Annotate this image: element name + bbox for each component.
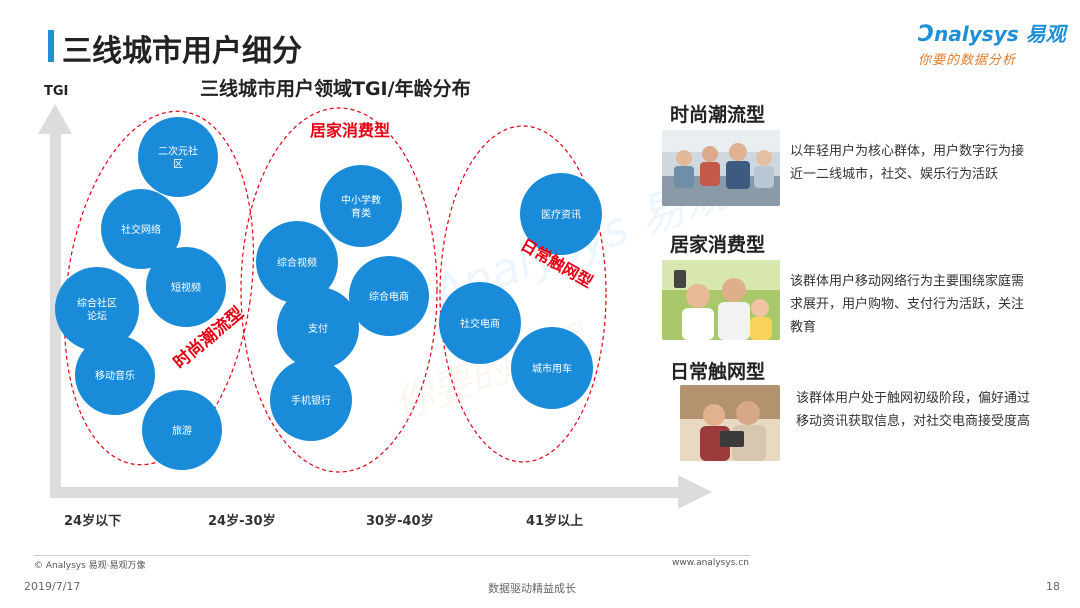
brand-slogan: 你要的数据分析 [918,53,1017,68]
segment-heading-fashion: 时尚潮流型 [670,104,766,126]
bubble-label: 旅游 [172,424,192,437]
bubble-label: 城市用车 [532,362,572,375]
bubble-circle [101,189,181,269]
bubble-label: 移动音乐 [95,369,135,382]
category-bubble: 社交电商 [439,282,521,364]
category-bubble: 短视频 [146,247,226,327]
bubble-label: 二次元社 [158,145,198,158]
brand-logo: Ↄnalysys 易观 你要的数据分析 [918,18,1066,70]
category-bubble: 综合视频 [256,221,338,303]
bubble-label: 社交网络 [121,223,161,236]
category-bubble: 医疗资讯 [520,173,602,255]
footer-date: 2019/7/17 [24,580,81,593]
category-bubble: 支付 [277,287,359,369]
bubble-label: 医疗资讯 [541,208,581,221]
x-axis-arrow [50,475,712,509]
footer-page-number: 18 [1046,580,1060,593]
title-accent-bar [48,30,54,62]
bubble-label: 育类 [351,207,371,220]
segment-heading-home: 居家消费型 [670,234,766,256]
bubble-circle [520,173,602,255]
footer-website: www.analysys.cn [672,558,749,568]
bubble-label: 综合社区 [77,297,117,310]
x-tick-24-30: 24岁-30岁 [208,514,276,529]
x-tick-30-40: 30岁-40岁 [366,514,434,529]
footer-slogan: 数据驱动精益成长 [488,582,576,595]
bubble-circle [75,335,155,415]
segment-heading-daily: 日常触网型 [670,361,766,383]
bubble-circle [277,287,359,369]
bubble-label: 手机银行 [291,394,331,407]
category-bubble: 社交网络 [101,189,181,269]
bubble-layer: 二次元社区社交网络短视频综合社区论坛移动音乐旅游中小学教育类综合视频综合电商支付… [55,117,602,470]
bubble-circle [256,221,338,303]
segment-photo-fashion [662,130,780,206]
group-ellipses [63,107,607,473]
segment-photo-home [662,260,780,340]
bubble-label: 短视频 [171,281,201,294]
category-bubble: 城市用车 [511,327,593,409]
bubble-label: 论坛 [87,310,107,323]
brand-name: nalysys 易观 [934,22,1066,46]
bubble-circle [320,165,402,247]
category-bubble: 手机银行 [270,359,352,441]
group-label: 居家消费型 [310,121,390,140]
bubble-circle [349,256,429,336]
segment-desc-daily: 该群体用户处于触网初级阶段，偏好通过移动资讯获取信息，对社交电商接受度高 [796,391,1031,429]
bubble-label: 区 [173,159,183,171]
bubble-label: 社交电商 [460,317,500,330]
footer-copyright: © Analysys 易观·易观万像 [34,561,146,571]
category-bubble: 综合电商 [349,256,429,336]
group-ellipse [240,107,438,473]
x-tick-under-24: 24岁以下 [64,514,122,529]
brand-logo-mark: Ↄ [918,22,935,47]
bubble-circle [270,359,352,441]
segment-desc-home: 该群体用户移动网络行为主要围绕家庭需求展开，用户购物、支付行为活跃，关注教育 [790,274,1025,335]
bubble-circle [439,282,521,364]
page-title: 三线城市用户细分 [62,34,302,69]
diagram-title: 三线城市用户领域TGI/年龄分布 [200,78,471,100]
segment-desc-fashion: 以年轻用户为核心群体，用户数字行为接近一二线城市，社交、娱乐行为活跃 [790,144,1025,182]
group-ellipse [439,125,607,463]
group-ellipse [63,110,255,466]
category-bubble: 移动音乐 [75,335,155,415]
category-bubble: 旅游 [142,390,222,470]
bubble-circle [138,117,218,197]
bubble-circle [511,327,593,409]
bubble-label: 综合电商 [369,290,409,303]
bubble-label: 中小学教 [341,194,381,207]
x-tick-over-41: 41岁以上 [526,514,584,529]
y-axis-label: TGI [44,84,69,99]
bubble-circle [55,267,139,351]
bubble-label: 综合视频 [277,256,317,269]
footer-divider [34,555,750,556]
bubble-label: 支付 [308,322,328,335]
bubble-circle [142,390,222,470]
segment-photo-daily [680,385,780,461]
bubble-circle [146,247,226,327]
